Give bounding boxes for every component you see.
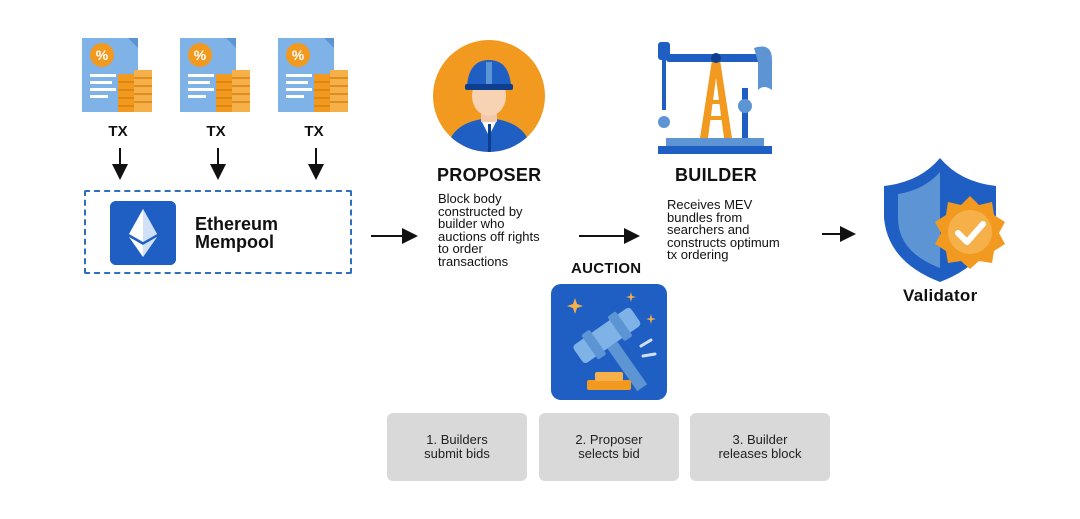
document-coins-icon: %: [180, 38, 250, 112]
proposer-description: Block body constructed by builder who au…: [438, 191, 540, 269]
tx-label: TX: [108, 123, 128, 140]
mempool-line1: Ethereum: [195, 214, 279, 234]
svg-text:%: %: [194, 47, 207, 63]
step-text: 2. Proposer selects bid: [575, 432, 643, 461]
proposer-title: PROPOSER: [437, 165, 542, 185]
step-text: 1. Builders submit bids: [424, 432, 490, 461]
mempool-box: [84, 190, 352, 274]
builder-title: BUILDER: [675, 165, 758, 185]
mempool-line2: Mempool: [195, 232, 274, 252]
svg-text:%: %: [292, 47, 305, 63]
tx-label: TX: [206, 123, 226, 140]
tx-label: TX: [304, 123, 324, 140]
oil-pump-icon: [658, 42, 772, 154]
step-text: 3. Builder releases block: [718, 432, 802, 461]
shield-check-icon: [884, 158, 1005, 282]
step-proposer-selects-bid: 2. Proposer selects bid: [539, 413, 679, 481]
step-builders-submit-bids: 1. Builders submit bids: [387, 413, 527, 481]
worker-avatar-icon: [433, 40, 545, 152]
document-coins-icon: %: [278, 38, 348, 112]
validator-title: Validator: [903, 286, 978, 305]
builder-description: Receives MEV bundles from searchers and …: [667, 197, 780, 262]
ethereum-icon: [110, 201, 176, 265]
document-coins-icon: %: [82, 38, 152, 112]
step-builder-releases-block: 3. Builder releases block: [690, 413, 830, 481]
gavel-icon: [551, 284, 667, 400]
auction-title: AUCTION: [571, 260, 642, 277]
svg-text:%: %: [96, 47, 109, 63]
mempool-label: Ethereum Mempool: [195, 215, 278, 251]
